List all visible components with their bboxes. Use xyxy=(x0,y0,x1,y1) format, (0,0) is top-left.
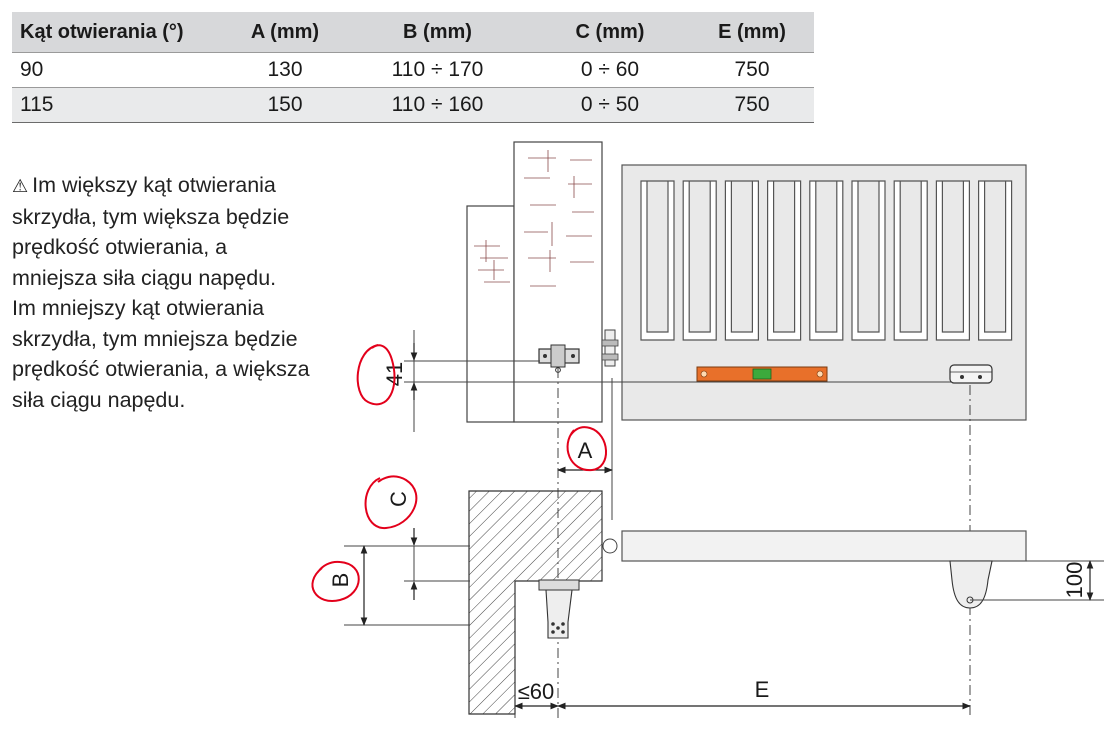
header-angle: Kąt otwierania (°) xyxy=(12,12,225,53)
dimension-a: A xyxy=(557,378,613,520)
dimension-le60: ≤60 xyxy=(514,679,559,718)
header-a: A (mm) xyxy=(225,12,345,53)
table-cell: 150 xyxy=(225,87,345,123)
table-header-row: Kąt otwierania (°) A (mm) B (mm) C (mm) … xyxy=(12,12,814,53)
spirit-level-icon xyxy=(696,366,828,382)
table-cell: 750 xyxy=(690,52,814,88)
gate-slat xyxy=(893,180,928,341)
table-cell: 0 ÷ 60 xyxy=(530,52,690,88)
gate-slat xyxy=(935,180,970,341)
header-e: E (mm) xyxy=(690,12,814,53)
note-text-2: Im mniejszy kąt otwierania skrzydła, tym… xyxy=(12,296,310,412)
gate-slat xyxy=(978,180,1013,341)
table-cell: 750 xyxy=(690,87,814,123)
post-bracket-icon xyxy=(538,344,580,373)
dimension-b: B xyxy=(311,545,368,626)
pillar-back xyxy=(466,205,515,423)
table-cell: 0 ÷ 50 xyxy=(530,87,690,123)
gate-bracket-icon xyxy=(949,364,993,384)
gate-slat xyxy=(640,180,675,341)
table-cell: 110 ÷ 160 xyxy=(345,87,530,123)
table-cell: 115 xyxy=(12,87,225,123)
dimension-c: C xyxy=(364,475,418,600)
annotation-circle xyxy=(364,475,418,530)
header-b: B (mm) xyxy=(345,12,530,53)
hinge-icon xyxy=(601,329,619,367)
annotation-circle xyxy=(311,560,360,603)
table-cell: 110 ÷ 170 xyxy=(345,52,530,88)
dimension-100: 100 xyxy=(970,560,1104,601)
table-row: 90 130 110 ÷ 170 0 ÷ 60 750 xyxy=(12,52,814,88)
dimension-41: 41 xyxy=(356,330,602,432)
gate-leaf-plan xyxy=(602,530,1027,562)
label-a: A xyxy=(578,438,593,463)
table-cell: 90 xyxy=(12,52,225,88)
masonry-wall xyxy=(468,490,603,715)
gate-slat xyxy=(724,180,759,341)
label-c: C xyxy=(386,491,411,507)
label-le60: ≤60 xyxy=(518,679,555,704)
warning-triangle-icon: ⚠ xyxy=(12,176,29,196)
spec-table: Kąt otwierania (°) A (mm) B (mm) C (mm) … xyxy=(12,12,814,123)
annotation-circle xyxy=(566,426,607,472)
annotation-circle xyxy=(356,344,396,406)
label-e: E xyxy=(755,677,770,702)
gate-slat xyxy=(767,180,802,341)
header-c: C (mm) xyxy=(530,12,690,53)
gate-slat xyxy=(809,180,844,341)
gate-slat xyxy=(851,180,886,341)
label-100: 100 xyxy=(1062,562,1087,599)
table-row: 115 150 110 ÷ 160 0 ÷ 50 750 xyxy=(12,87,814,123)
pillar-front xyxy=(513,141,603,423)
gate-slat xyxy=(682,180,717,341)
label-b: B xyxy=(328,573,353,588)
table-cell: 130 xyxy=(225,52,345,88)
gate-bracket-plan-icon xyxy=(949,560,993,609)
note-text-1: Im większy kąt otwierania skrzydła, tym … xyxy=(12,173,290,290)
dimension-e: E xyxy=(557,677,971,710)
post-bracket-plan-icon xyxy=(538,579,580,639)
warning-note: ⚠Im większy kąt otwierania skrzydła, tym… xyxy=(12,170,312,415)
